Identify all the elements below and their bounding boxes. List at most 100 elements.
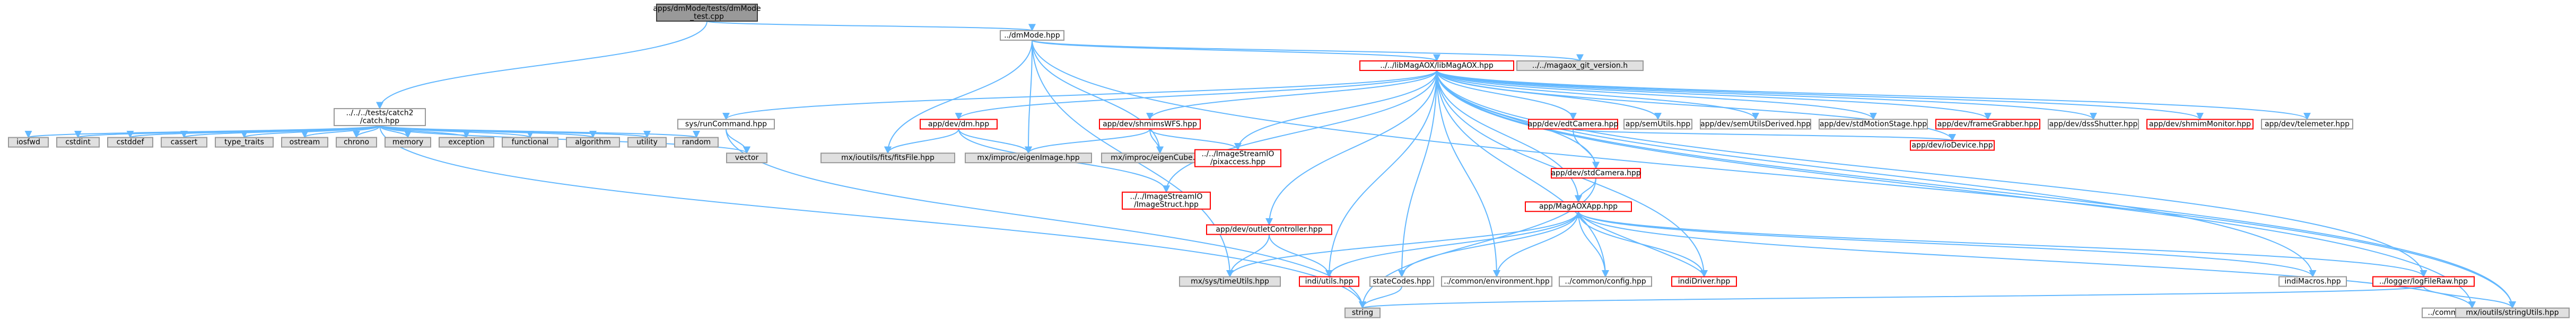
node-commonconfig[interactable]: ../common/config.hpp: [1559, 276, 1652, 287]
node-logfile[interactable]: ../logger/logFileRaw.hpp: [2372, 276, 2475, 287]
node-ostream[interactable]: ostream: [281, 137, 328, 148]
edge-dm-to-eigenimg: [958, 129, 1032, 154]
node-sysrun[interactable]: sys/runCommand.hpp: [677, 119, 775, 130]
edge-magaox-to-semutilsderived: [1436, 70, 1759, 120]
node-box: [385, 137, 431, 148]
node-stdmotion[interactable]: app/dev/stdMotionStage.hpp: [1819, 119, 1928, 130]
node-ffc[interactable]: mx/ioutils/fits/fitsFile.hpp: [820, 153, 955, 164]
node-shmimmonitor[interactable]: app/dev/shmimMonitor.hpp: [2146, 119, 2254, 130]
node-box: [1122, 191, 1211, 210]
edge-magaox-to-shutter: [1436, 70, 2097, 120]
edge-magaox-to-shmimmonitor: [1436, 70, 2204, 120]
node-appmagaox[interactable]: app/MagAOXApp.hpp: [1525, 201, 1632, 212]
node-appsemutils[interactable]: app/semUtils.hpp: [1623, 119, 1692, 130]
node-eigencube[interactable]: mx/improc/eigenCube.hpp: [1101, 153, 1219, 164]
node-indimacros[interactable]: indiMacros.hpp: [2278, 276, 2347, 287]
node-chrono[interactable]: chrono: [336, 137, 377, 148]
edge-magaox-to-stdmotion: [1436, 70, 1877, 120]
node-statecodes[interactable]: stateCodes.hpp: [1369, 276, 1434, 287]
node-edtcamera[interactable]: app/dev/edtCamera.hpp: [1528, 119, 1619, 130]
edge-shmimwfs-to-pixaccess: [1149, 129, 1242, 151]
node-cstdint[interactable]: cstdint: [56, 137, 100, 148]
edge-magaox-to-dm: [955, 70, 1437, 120]
node-functional[interactable]: functional: [502, 137, 558, 148]
node-label: ../../magaox_git_version.h: [1532, 61, 1628, 70]
node-label: ../../ImageStreamIO: [1202, 150, 1274, 158]
node-box: [2372, 276, 2475, 287]
node-cstddef[interactable]: cstddef: [107, 137, 153, 148]
edge-magaox-to-commonconfig: [1436, 70, 1609, 278]
node-indiutils[interactable]: indi/utils.hpp: [1299, 276, 1359, 287]
node-algorithm[interactable]: algorithm: [566, 137, 620, 148]
edge-magaox-to-shmimwfs: [1146, 70, 1437, 120]
node-box: [161, 137, 207, 148]
node-box: [2261, 119, 2353, 130]
node-label: ../common/config.hpp: [1565, 278, 1646, 286]
edge-dmMode-to-eigencube: [1032, 40, 1164, 154]
node-stdcamera[interactable]: app/dev/stdCamera.hpp: [1551, 168, 1641, 179]
node-semutilsderived[interactable]: app/dev/semUtilsDerived.hpp: [1700, 119, 1811, 130]
edge-catch-to-chrono: [353, 125, 380, 139]
node-magaox[interactable]: ../../libMagAOX/libMagAOX.hpp: [1359, 60, 1514, 71]
edge-magaox-to-edtcamera: [1436, 70, 1577, 120]
node-label: utility: [636, 138, 658, 147]
node-dm[interactable]: app/dev/dm.hpp: [920, 119, 998, 130]
edge-magaox-to-telemeter: [1436, 70, 2311, 120]
node-utility[interactable]: utility: [627, 137, 667, 148]
node-box: [1671, 276, 1737, 287]
node-timeutils[interactable]: mx/sys/timeUtils.hpp: [1179, 276, 1281, 287]
node-label: indiMacros.hpp: [2284, 278, 2341, 286]
node-shutter[interactable]: app/dev/dssShutter.hpp: [2048, 119, 2139, 130]
edge-dmMode-to-stringutils: [1032, 40, 2516, 309]
edge-appmagaox-to-environment: [1493, 211, 1579, 278]
node-random[interactable]: random: [674, 137, 719, 148]
edge-magaox-to-statecodes: [1398, 70, 1437, 278]
node-telemeter[interactable]: app/dev/telemeter.hpp: [2261, 119, 2353, 130]
node-box: [336, 137, 377, 148]
node-stringutils[interactable]: mx/ioutils/stringUtils.hpp: [2455, 307, 2570, 318]
node-environment[interactable]: ../common/environment.hpp: [1441, 276, 1552, 287]
node-label: app/dev/dssShutter.hpp: [2049, 120, 2138, 128]
node-vector[interactable]: vector: [726, 153, 767, 164]
node-box: [965, 153, 1092, 164]
node-outlet[interactable]: app/dev/outletController.hpp: [1206, 224, 1332, 235]
node-label: indi/utils.hpp: [1305, 278, 1354, 286]
node-label: memory: [392, 138, 424, 147]
node-box: [56, 137, 100, 148]
node-framegrabber[interactable]: app/dev/frameGrabber.hpp: [1935, 119, 2040, 130]
node-cassert[interactable]: cassert: [161, 137, 207, 148]
node-dmMode[interactable]: ../dmMode.hpp: [1000, 30, 1064, 41]
node-memory[interactable]: memory: [385, 137, 431, 148]
edge-catch-to-ostream: [301, 125, 380, 139]
node-label: ../../libMagAOX/libMagAOX.hpp: [1380, 61, 1494, 70]
node-label: exception: [448, 138, 484, 147]
node-catch[interactable]: ../../../tests/catch2/catch.hpp: [334, 108, 426, 127]
node-root[interactable]: apps/dmMode/tests/dmMode_test.cpp: [653, 3, 761, 22]
node-type_traits[interactable]: type_traits: [215, 137, 274, 148]
node-string[interactable]: string: [1344, 307, 1381, 318]
node-shmimwfs[interactable]: app/dev/shmimsWFS.hpp: [1099, 119, 1201, 130]
node-exception[interactable]: exception: [439, 137, 494, 148]
node-indidriver[interactable]: indiDriver.hpp: [1671, 276, 1737, 287]
node-box: [1525, 201, 1632, 212]
node-box: [566, 137, 620, 148]
node-label: type_traits: [224, 138, 264, 147]
node-gitver[interactable]: ../../magaox_git_version.h: [1516, 60, 1644, 71]
node-eigenimg[interactable]: mx/improc/eigenImage.hpp: [965, 153, 1092, 164]
node-imagestruct[interactable]: ../../ImageStreamIO/ImageStruct.hpp: [1122, 191, 1211, 210]
node-iodevice[interactable]: app/dev/ioDevice.hpp: [1910, 140, 1995, 151]
node-label: /ImageStruct.hpp: [1134, 200, 1199, 209]
edge-magaox-to-indimacros: [1436, 70, 2317, 278]
edge-catch-to-string: [379, 126, 1366, 309]
node-label: functional: [512, 138, 549, 147]
edge-magaox-to-logfile: [1436, 70, 2427, 278]
node-box: [281, 137, 328, 148]
node-label: app/dev/frameGrabber.hpp: [1937, 120, 2038, 128]
node-iosfwd[interactable]: iosfwd: [8, 137, 49, 148]
node-pixaccess[interactable]: ../../ImageStreamIO/pixaccess.hpp: [1194, 149, 1281, 167]
node-box: [107, 137, 153, 148]
node-box: [8, 137, 49, 148]
edge-magaox-to-sysrun: [722, 70, 1437, 120]
edge-dmMode-to-ffc: [884, 40, 1033, 154]
edge-magaox-to-stringutils: [1436, 70, 2516, 309]
